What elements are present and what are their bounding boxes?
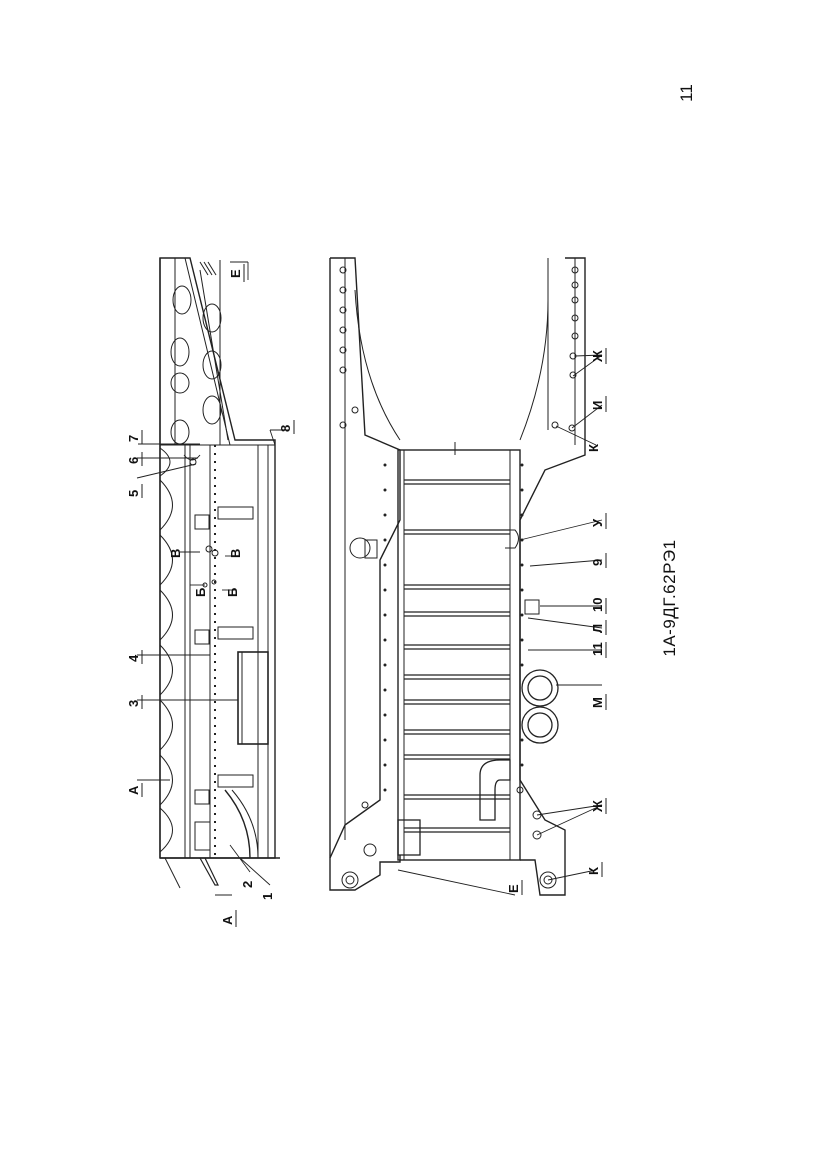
rivet-rows: [383, 463, 524, 792]
tail-holes: [170, 285, 222, 445]
callout-labels: Е 7 6 5 8 В В Б Б 4 3 А 2 1 А Ж И К У 9 …: [126, 269, 605, 925]
callout-E-bottom: Е: [506, 884, 521, 893]
callout-11: 11: [590, 642, 605, 656]
side-view: [159, 257, 280, 889]
callout-K-top: К: [586, 444, 601, 452]
callout-A-top: А: [126, 785, 141, 795]
cross-members: [404, 479, 510, 833]
callout-5: 5: [126, 490, 141, 497]
callout-E-top: Е: [228, 269, 243, 278]
callout-B-bottom: Б: [225, 588, 240, 597]
callout-8: 8: [278, 425, 293, 432]
callout-I: И: [590, 401, 605, 410]
callout-L: Л: [590, 624, 605, 633]
callout-U: У: [590, 518, 605, 527]
leader-lines: [136, 261, 603, 896]
callout-M: М: [590, 697, 605, 708]
plan-view: [329, 257, 586, 896]
callout-Zh-top: Ж: [590, 350, 605, 363]
beam-holes: [339, 266, 579, 857]
callout-A-section: А: [220, 915, 235, 925]
flanges: [521, 669, 559, 744]
callout-7: 7: [126, 435, 141, 442]
callout-10: 10: [590, 598, 605, 612]
callout-underlines: [141, 264, 607, 927]
callout-V-bottom: В: [228, 549, 243, 558]
callout-B-top: Б: [193, 588, 208, 597]
callout-Zh-bottom: Ж: [590, 800, 605, 813]
callout-3: 3: [126, 700, 141, 707]
callout-2: 2: [240, 881, 255, 888]
callout-V-top: В: [168, 549, 183, 558]
side-arches: [159, 447, 173, 853]
callout-K-bottom: К: [586, 867, 601, 875]
callout-4: 4: [126, 654, 141, 662]
callout-6: 6: [126, 457, 141, 464]
callout-9: 9: [590, 559, 605, 566]
callout-1: 1: [260, 893, 275, 900]
